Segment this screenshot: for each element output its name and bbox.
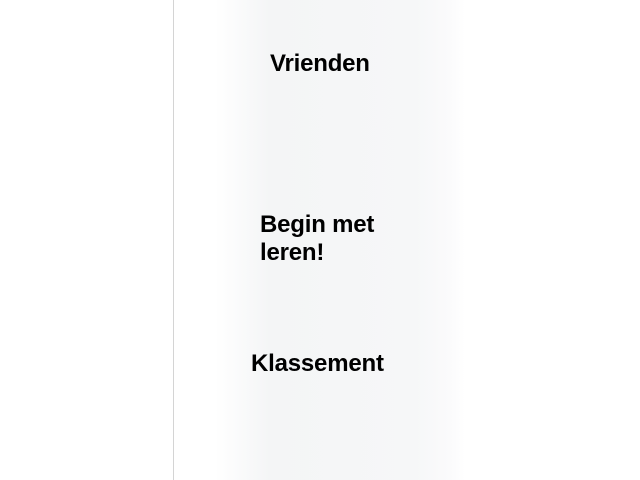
- leaderboard-heading: Klassement: [251, 350, 384, 377]
- friends-heading: Vrienden: [270, 50, 370, 77]
- left-blank-pane: [0, 0, 174, 480]
- start-learning-heading: Begin met leren!: [260, 211, 375, 266]
- right-side-panel: [175, 0, 465, 480]
